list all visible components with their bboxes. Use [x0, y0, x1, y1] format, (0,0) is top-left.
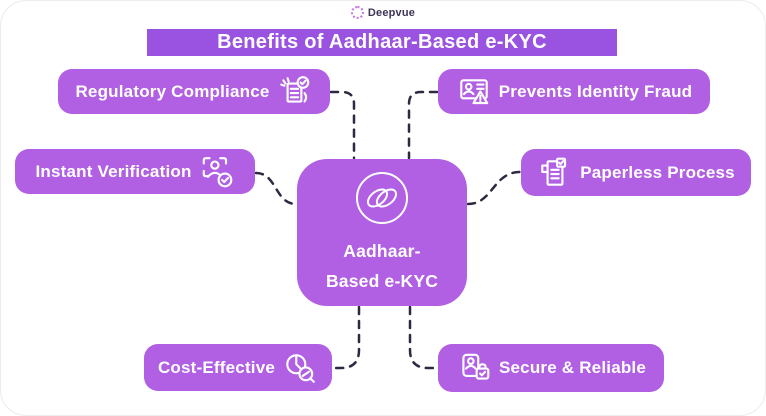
- id-card-lock-icon: [462, 353, 490, 380]
- benefit-paperless-process: Paperless Process: [521, 149, 751, 196]
- connector-cost: [331, 305, 361, 370]
- central-label-line2: Based e-KYC: [325, 270, 439, 291]
- connector-secure: [408, 305, 439, 370]
- connector-prevents: [407, 90, 439, 160]
- benefit-label: Paperless Process: [580, 162, 735, 182]
- id-card-warning-icon: [459, 78, 489, 104]
- benefit-instant-verification: Instant Verification: [15, 149, 255, 194]
- person-scan-clock-icon: [202, 156, 232, 187]
- benefit-prevents-identity-fraud: Prevents Identity Fraud: [438, 69, 710, 114]
- deepvue-ring-icon: [350, 6, 364, 19]
- central-node-label: Aadhaar- Based e-KYC: [326, 237, 438, 297]
- connector-regulatory: [329, 90, 356, 160]
- central-node-aadhaar-ekyc: Aadhaar- Based e-KYC: [297, 159, 467, 306]
- document-lines-check-icon: [541, 157, 567, 186]
- logo-text: Deepvue: [367, 6, 416, 19]
- document-check-hands-icon: [279, 75, 309, 103]
- benefit-secure-reliable: Secure & Reliable: [438, 344, 664, 392]
- logo: Deepvue: [1, 6, 765, 19]
- page-title: Benefits of Aadhaar-Based e-KYC: [217, 31, 547, 53]
- pie-chart-magnifier-icon: [286, 353, 315, 383]
- benefit-regulatory-compliance: Regulatory Compliance: [58, 69, 330, 114]
- benefit-label: Prevents Identity Fraud: [498, 81, 693, 101]
- benefit-label: Cost-Effective: [157, 357, 276, 377]
- central-label-line1: Aadhaar-: [343, 240, 421, 261]
- title-banner: Benefits of Aadhaar-Based e-KYC: [147, 29, 617, 56]
- connector-paperless: [466, 170, 522, 206]
- benefit-label: Secure & Reliable: [498, 358, 647, 377]
- aadhaar-loops-icon: [356, 171, 408, 224]
- benefit-cost-effective: Cost-Effective: [144, 344, 332, 391]
- benefit-label: Regulatory Compliance: [75, 81, 270, 101]
- benefit-label: Instant Verification: [35, 161, 192, 181]
- connector-instant: [254, 171, 298, 206]
